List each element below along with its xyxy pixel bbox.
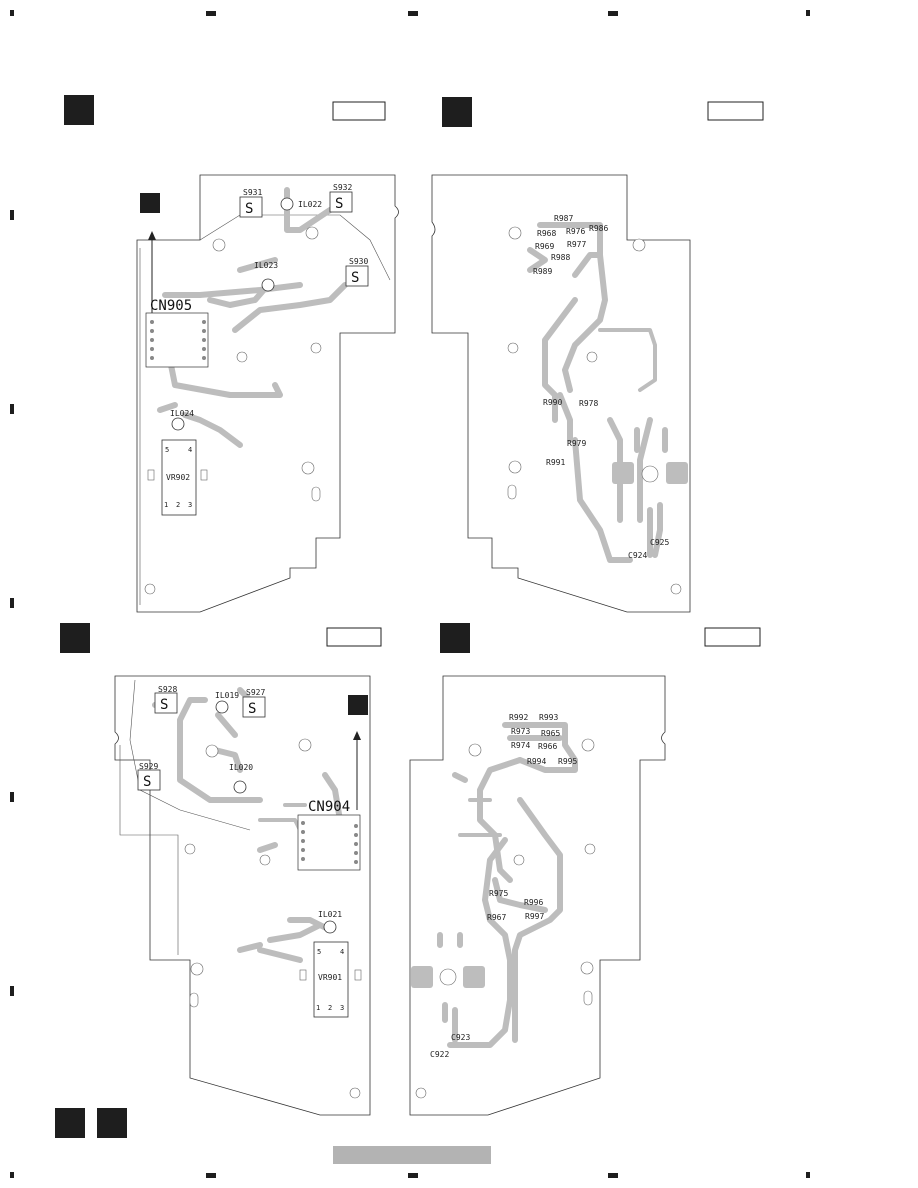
label-il023: IL023 [254, 261, 278, 270]
label-r977: R977 [567, 240, 586, 249]
label-il020: IL020 [229, 763, 253, 772]
panel-top-left: S S931 S S932 S S930 IL022 IL023 IL024 C… [136, 174, 399, 613]
label-r997: R997 [525, 912, 544, 921]
footer-bar [333, 1146, 491, 1164]
section-marker-b [442, 97, 472, 127]
connector-cn905: CN905 [150, 298, 192, 314]
label-r993: R993 [539, 713, 558, 722]
svg-text:S: S [245, 201, 253, 217]
label-vr902: VR902 [166, 473, 190, 482]
panel-bottom-left: S S928 S S927 S S929 IL019 IL020 IL021 C… [114, 675, 371, 1116]
registration-marks [10, 10, 810, 1178]
label-r990: R990 [543, 398, 562, 407]
label-il021: IL021 [318, 910, 342, 919]
label-r966: R966 [538, 742, 557, 751]
label-r995: R995 [558, 757, 577, 766]
pin-5: 5 [317, 948, 321, 956]
label-s932: S932 [333, 183, 352, 192]
pin-4: 4 [340, 948, 344, 956]
svg-text:S: S [335, 196, 343, 212]
label-s929: S929 [139, 762, 158, 771]
panel-top-right: R987 R968 R976 R986 R969 R977 R988 R989 … [431, 174, 691, 613]
page-marker-left [55, 1108, 85, 1138]
pin-2: 2 [176, 501, 180, 509]
label-r986: R986 [589, 224, 608, 233]
section-label-box-c [326, 627, 382, 647]
pin-1: 1 [316, 1004, 320, 1012]
pin-2: 2 [328, 1004, 332, 1012]
label-r989: R989 [533, 267, 552, 276]
label-r974: R974 [511, 741, 530, 750]
label-r996: R996 [524, 898, 543, 907]
label-r994: R994 [527, 757, 546, 766]
label-r991: R991 [546, 458, 565, 467]
label-r969: R969 [535, 242, 554, 251]
label-il019: IL019 [215, 691, 239, 700]
section-label-box-d [704, 627, 761, 647]
section-marker-d [440, 623, 470, 653]
label-r988: R988 [551, 253, 570, 262]
label-s928: S928 [158, 685, 177, 694]
section-marker-a [64, 95, 94, 125]
label-r987: R987 [554, 214, 573, 223]
label-r968: R968 [537, 229, 556, 238]
label-il024: IL024 [170, 409, 194, 418]
section-label-box-b [707, 101, 764, 121]
label-s927: S927 [246, 688, 265, 697]
page-marker-right [97, 1108, 127, 1138]
svg-text:S: S [143, 774, 151, 790]
pin-3: 3 [188, 501, 192, 509]
section-label-box-a [332, 101, 386, 121]
label-c925: C925 [650, 538, 669, 547]
label-s930: S930 [349, 257, 368, 266]
label-r965: R965 [541, 729, 560, 738]
label-r978: R978 [579, 399, 598, 408]
pin-1: 1 [164, 501, 168, 509]
label-r976: R976 [566, 227, 585, 236]
svg-text:S: S [248, 701, 256, 717]
label-r967: R967 [487, 913, 506, 922]
connector-cn904: CN904 [308, 799, 350, 815]
label-r975: R975 [489, 889, 508, 898]
label-c924: C924 [628, 551, 647, 560]
label-il022: IL022 [298, 200, 322, 209]
pin-4: 4 [188, 446, 192, 454]
svg-text:S: S [351, 270, 359, 286]
panel-bottom-right: R992 R993 R973 R965 R974 R966 R994 R995 … [409, 675, 666, 1116]
label-r992: R992 [509, 713, 528, 722]
pin-3: 3 [340, 1004, 344, 1012]
label-c923: C923 [451, 1033, 470, 1042]
label-r979: R979 [567, 439, 586, 448]
label-s931: S931 [243, 188, 262, 197]
label-vr901: VR901 [318, 973, 342, 982]
label-c922: C922 [430, 1050, 449, 1059]
svg-text:S: S [160, 697, 168, 713]
label-r973: R973 [511, 727, 530, 736]
pin-5: 5 [165, 446, 169, 454]
section-marker-c [60, 623, 90, 653]
